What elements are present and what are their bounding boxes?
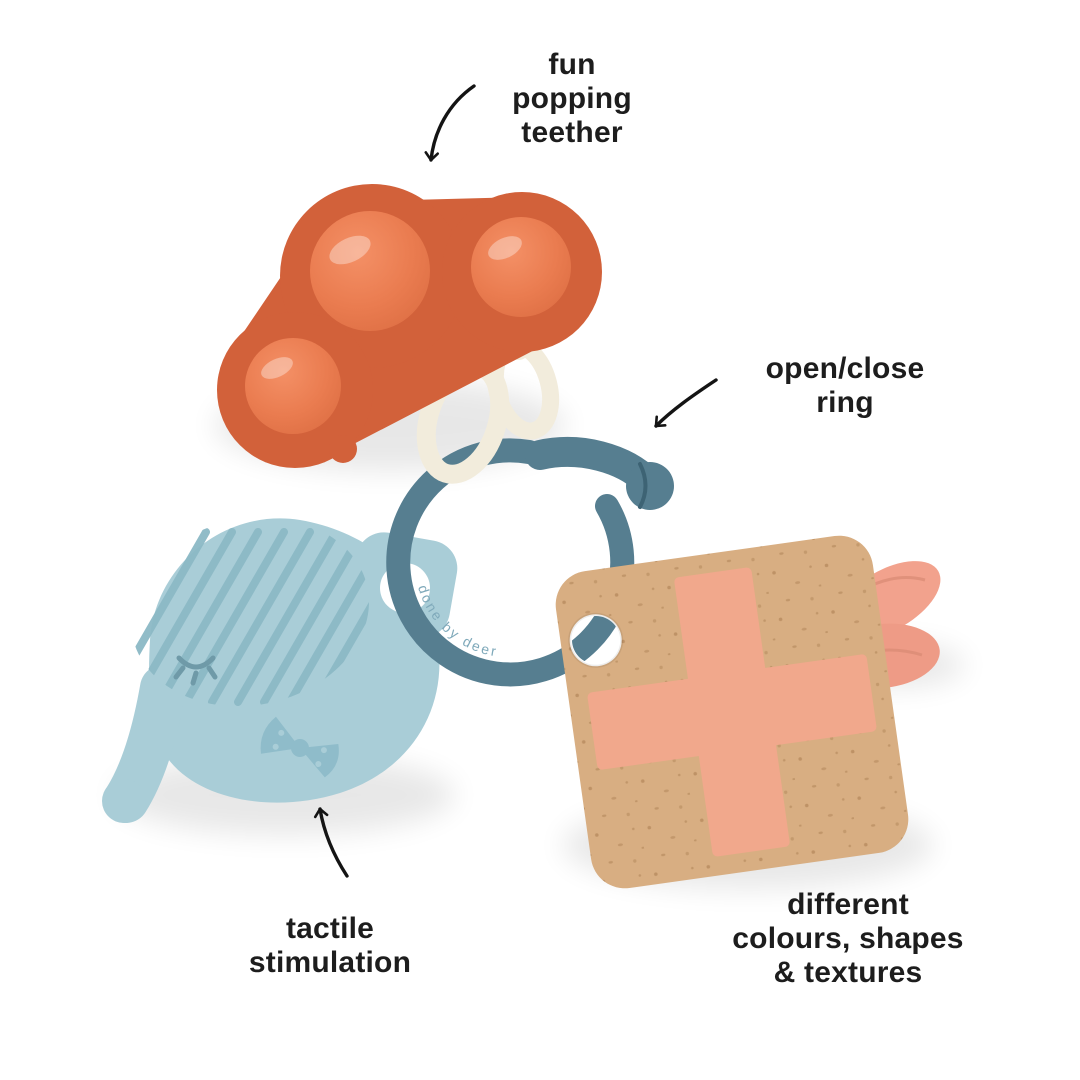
arrow-tactile-stimulation <box>313 807 349 878</box>
label-different-textures: different colours, shapes & textures <box>732 888 964 989</box>
popping-teether <box>217 184 602 468</box>
elephant-closed-eye <box>173 655 218 686</box>
ring-clasp-head <box>626 462 674 510</box>
label-tactile-stimulation: tactile stimulation <box>248 912 412 979</box>
pop-bubble-right <box>471 217 571 317</box>
wooden-tile <box>555 535 909 889</box>
ring-clasp-notch <box>638 462 648 509</box>
tile-cross-horizontal <box>587 654 877 770</box>
elephant-bow-tie <box>260 716 339 778</box>
pop-bubble-lower <box>245 338 341 434</box>
annotation-arrows <box>313 84 718 878</box>
teether-nub <box>329 435 357 463</box>
arrow-popping-teether <box>424 84 476 162</box>
arrow-open-close-ring <box>654 378 718 428</box>
label-open-close-ring: open/close ring <box>765 352 925 419</box>
label-fun-popping-teether: fun popping teether <box>512 48 632 149</box>
pop-bubble-large <box>310 211 430 331</box>
